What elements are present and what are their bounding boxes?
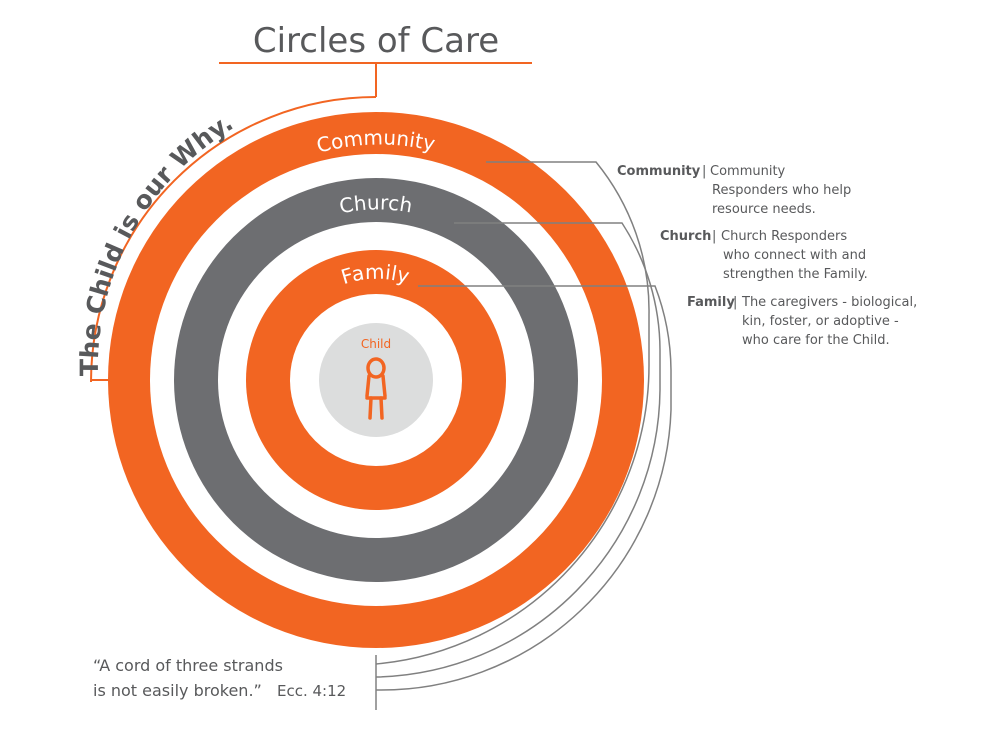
- legend-family: Family | The caregivers - biological, ki…: [687, 295, 917, 348]
- legend-church: Church | Church Responders who connect w…: [660, 229, 868, 282]
- legend-separator-church: |: [712, 229, 716, 244]
- legend-term-community: Community: [617, 164, 701, 179]
- legend-def-line: The caregivers - biological,: [741, 295, 917, 310]
- legend-term-church: Church: [660, 229, 711, 244]
- legend-def-line: Community: [710, 164, 786, 179]
- child-circle: [319, 323, 433, 437]
- legend-term-family: Family: [687, 295, 735, 310]
- legend-separator-family: |: [733, 295, 737, 310]
- quote-reference: Ecc. 4:12: [277, 682, 346, 700]
- legend-def-line: kin, foster, or adoptive -: [742, 314, 899, 329]
- quote-line-2: is not easily broken.”: [93, 681, 262, 700]
- legend-def-line: strengthen the Family.: [723, 267, 868, 282]
- quote-line-1: “A cord of three strands: [93, 656, 283, 675]
- legend-def-line: who connect with and: [723, 248, 866, 263]
- child-figure-icon: [365, 357, 387, 420]
- legend-def-line: Church Responders: [721, 229, 847, 244]
- tagline-bracket-arc: [90, 96, 377, 383]
- community-leader-line: [375, 161, 650, 665]
- legend-community: Community | Community Responders who hel…: [617, 164, 851, 217]
- legend-def-line: who care for the Child.: [742, 333, 890, 348]
- legend-separator-community: |: [702, 164, 706, 179]
- family-leader-line: [375, 285, 672, 691]
- church-leader-line: [375, 222, 661, 678]
- ring-label-church: Church: [337, 190, 414, 218]
- ring-label-child: Child: [361, 337, 391, 351]
- page-title: Circles of Care: [253, 21, 499, 61]
- legend-def-line: resource needs.: [712, 202, 816, 217]
- legend-def-line: Responders who help: [712, 183, 851, 198]
